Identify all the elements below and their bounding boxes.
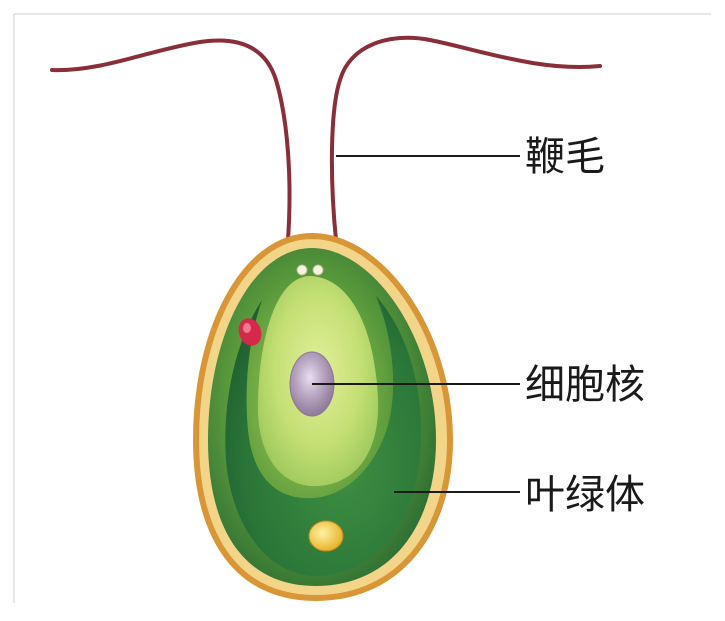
flagellum-label: 鞭毛 (525, 135, 605, 179)
contractile-vacuole (313, 265, 323, 275)
pyrenoid (309, 521, 343, 551)
nucleus-label: 细胞核 (525, 363, 645, 407)
left-flagellum (52, 41, 290, 240)
eyespot-highlight (243, 323, 251, 333)
contractile-vacuole (297, 265, 307, 275)
chloroplast-label: 叶绿体 (525, 473, 645, 517)
